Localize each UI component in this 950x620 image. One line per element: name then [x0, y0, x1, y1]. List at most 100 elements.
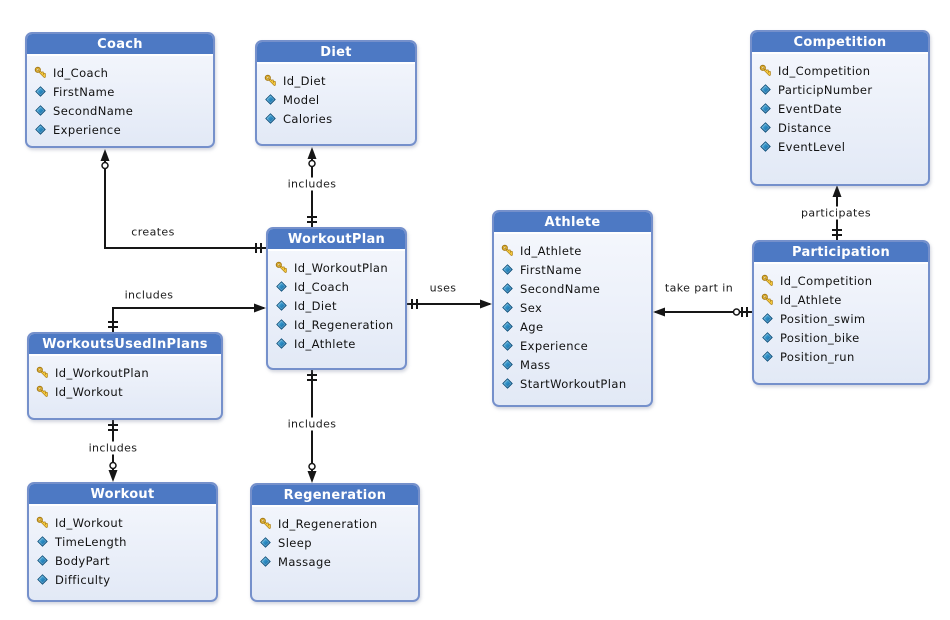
attribute-row: Id_Regeneration	[275, 315, 400, 334]
relationship-creates[interactable]	[100, 149, 267, 253]
attribute-icon	[501, 358, 514, 371]
attribute-row: Id_Diet	[264, 71, 410, 90]
attribute-row: StartWorkoutPlan	[501, 374, 646, 393]
relationship-includes-workoutplan[interactable]	[108, 303, 266, 333]
attribute-icon	[761, 331, 774, 344]
entity-title: Workout	[29, 484, 216, 506]
attribute-row: Id_Workout	[36, 382, 216, 401]
attribute-row: SecondName	[501, 279, 646, 298]
relationship-label-includes-diet: includes	[284, 177, 340, 191]
attribute-name: Sleep	[278, 535, 312, 550]
attribute-name: Position_bike	[780, 330, 860, 345]
attribute-row: Difficulty	[36, 570, 211, 589]
key-icon	[34, 66, 47, 79]
attribute-name: Id_Diet	[294, 298, 337, 313]
attribute-row: Id_Regeneration	[259, 514, 413, 533]
attribute-row: Experience	[34, 120, 208, 139]
attribute-row: Id_Coach	[34, 63, 208, 82]
attribute-row: Model	[264, 90, 410, 109]
attribute-name: Id_Competition	[780, 273, 873, 288]
attribute-icon	[259, 555, 272, 568]
attribute-row: Age	[501, 317, 646, 336]
relationship-label-take-part-in: take part in	[661, 281, 737, 295]
attribute-row: Id_Coach	[275, 277, 400, 296]
attribute-row: Id_WorkoutPlan	[36, 363, 216, 382]
entity-title: Diet	[257, 42, 415, 64]
attribute-row: Id_Athlete	[275, 334, 400, 353]
attribute-icon	[275, 318, 288, 331]
attribute-row: Sleep	[259, 533, 413, 552]
attribute-name: Mass	[520, 357, 551, 372]
entity-title: Athlete	[494, 212, 651, 234]
attribute-icon	[36, 554, 49, 567]
attribute-name: Id_Competition	[778, 63, 871, 78]
attribute-name: Id_Regeneration	[294, 317, 394, 332]
attribute-name: Id_Diet	[283, 73, 326, 88]
key-icon	[259, 517, 272, 530]
key-icon	[36, 366, 49, 379]
relationship-includes-workout[interactable]	[108, 420, 118, 482]
attribute-icon	[275, 280, 288, 293]
attribute-name: Sex	[520, 300, 543, 315]
attribute-name: Id_Regeneration	[278, 516, 378, 531]
attribute-row: Position_run	[761, 347, 923, 366]
attribute-row: Id_WorkoutPlan	[275, 258, 400, 277]
attribute-row: BodyPart	[36, 551, 211, 570]
attribute-name: Id_Athlete	[780, 292, 842, 307]
attribute-name: Age	[520, 319, 544, 334]
attribute-icon	[36, 573, 49, 586]
attribute-row: Distance	[759, 118, 923, 137]
attribute-name: Difficulty	[55, 572, 111, 587]
attribute-name: Model	[283, 92, 320, 107]
attribute-name: Id_WorkoutPlan	[55, 365, 150, 380]
attribute-icon	[761, 312, 774, 325]
attribute-row: Id_Competition	[759, 61, 923, 80]
attribute-name: Id_Coach	[294, 279, 350, 294]
attribute-row: EventLevel	[759, 137, 923, 156]
attribute-row: Mass	[501, 355, 646, 374]
attribute-name: Id_Athlete	[294, 336, 356, 351]
attribute-icon	[759, 102, 772, 115]
attribute-name: Id_Workout	[55, 515, 123, 530]
attribute-name: Calories	[283, 111, 333, 126]
attribute-row: Position_bike	[761, 328, 923, 347]
attribute-name: SecondName	[520, 281, 601, 296]
attribute-icon	[501, 282, 514, 295]
attribute-name: EventLevel	[778, 139, 846, 154]
attribute-icon	[501, 339, 514, 352]
relationship-uses[interactable]	[407, 299, 492, 309]
attribute-name: Id_Workout	[55, 384, 123, 399]
entity-title: Coach	[27, 34, 213, 56]
attribute-row: EventDate	[759, 99, 923, 118]
key-icon	[36, 516, 49, 529]
attribute-icon	[264, 112, 277, 125]
attribute-name: EventDate	[778, 101, 843, 116]
attribute-row: Id_Workout	[36, 513, 211, 532]
attribute-row: TimeLength	[36, 532, 211, 551]
attribute-icon	[759, 121, 772, 134]
attribute-row: Experience	[501, 336, 646, 355]
relationship-take-part-in[interactable]	[653, 307, 752, 317]
attribute-row: FirstName	[34, 82, 208, 101]
attribute-name: StartWorkoutPlan	[520, 376, 627, 391]
attribute-icon	[759, 140, 772, 153]
key-icon	[501, 244, 514, 257]
key-icon	[761, 274, 774, 287]
attribute-name: SecondName	[53, 103, 134, 118]
attribute-name: FirstName	[53, 84, 115, 99]
attribute-name: TimeLength	[55, 534, 127, 549]
